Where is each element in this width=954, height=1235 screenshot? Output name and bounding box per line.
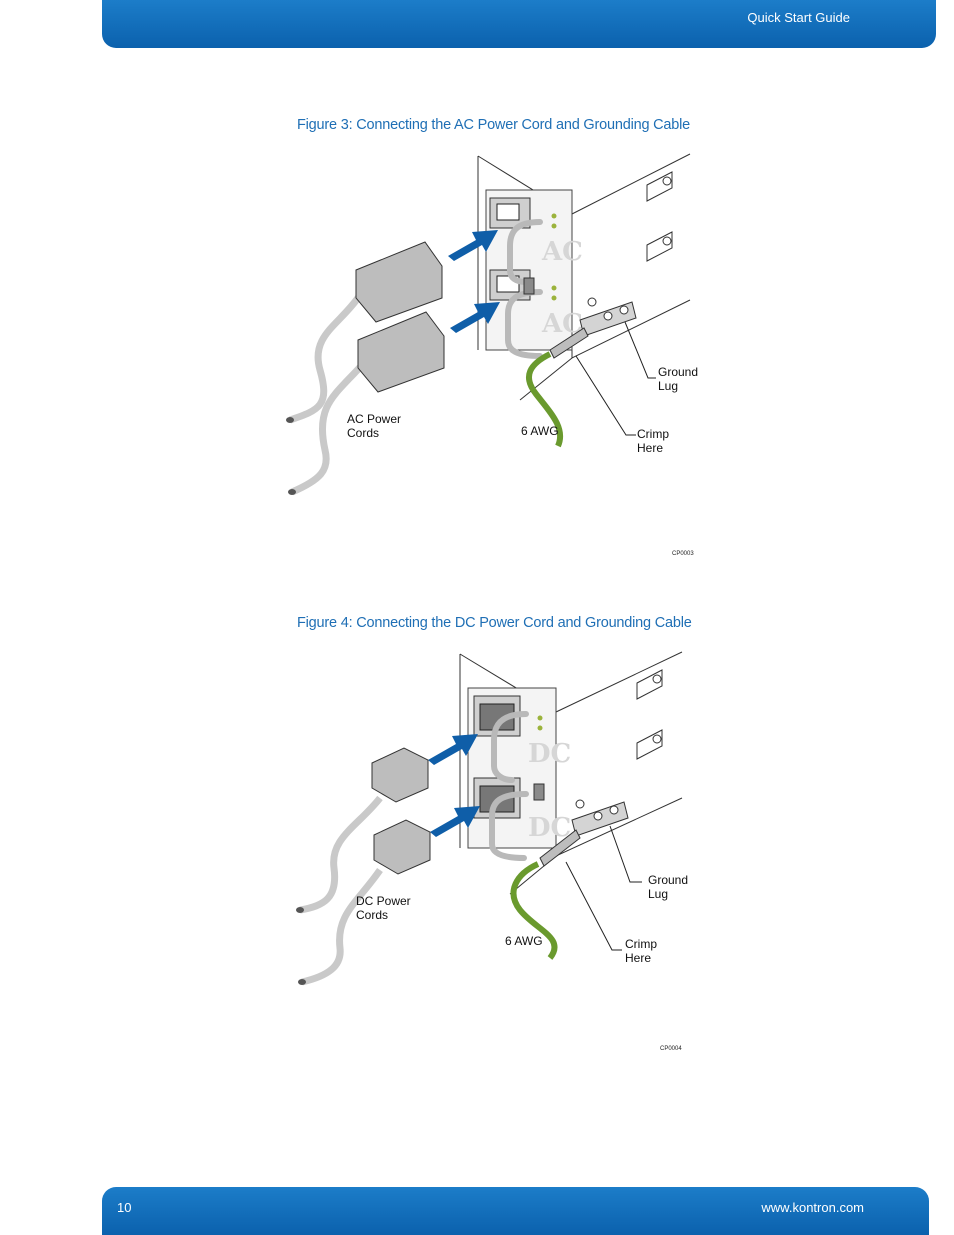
wire-gauge-label: 6 AWG [505, 934, 543, 948]
module-label-upper: DC [528, 739, 571, 769]
ground-label-line2: Lug [648, 887, 668, 901]
header-bar: Quick Start Guide [102, 0, 936, 48]
crimp-label-line1: Crimp [637, 427, 669, 441]
ground-label-line2: Lug [658, 379, 678, 393]
leader-lines [575, 321, 656, 436]
page-number: 10 [117, 1200, 132, 1215]
psu-panel: AC AC [485, 189, 583, 351]
cord-label-line2: Cords [347, 426, 379, 440]
crimp-label-line1: Crimp [625, 937, 657, 951]
insertion-arrows [428, 734, 480, 837]
module-label-lower: DC [528, 813, 571, 843]
ground-lug [526, 297, 637, 448]
footer-url-link[interactable]: www.kontron.com [761, 1200, 864, 1215]
figure-code: CP0003 [672, 551, 694, 557]
footer-bar: 10 www.kontron.com [102, 1187, 929, 1235]
crimp-label-line2: Here [625, 951, 651, 965]
ground-label-line1: Ground [648, 873, 688, 887]
ground-lug [510, 799, 629, 960]
ground-label-line1: Ground [658, 365, 698, 379]
dc-power-cords [296, 747, 431, 986]
cord-label-line1: AC Power [347, 412, 401, 426]
figure-code: CP0004 [660, 1046, 682, 1052]
figure-3-illustration: AC AC [280, 150, 700, 560]
retention-handles [505, 219, 543, 359]
leader-lines [565, 825, 642, 951]
module-label-upper: AC [541, 237, 583, 267]
retention-handles [489, 711, 529, 861]
figure-3-caption: Figure 3: Connecting the AC Power Cord a… [297, 117, 691, 133]
latch [523, 277, 535, 295]
crimp-label-line2: Here [637, 441, 663, 455]
latch [533, 783, 545, 801]
header-title: Quick Start Guide [747, 10, 850, 25]
insertion-arrows [448, 230, 500, 333]
figure-4-caption: Figure 4: Connecting the DC Power Cord a… [297, 615, 692, 631]
figure-4-illustration: DC DC [280, 648, 700, 1058]
wire-gauge-label: 6 AWG [521, 424, 559, 438]
cord-label-line1: DC Power [356, 894, 411, 908]
cord-label-line2: Cords [356, 908, 388, 922]
ac-power-cords [286, 241, 445, 496]
